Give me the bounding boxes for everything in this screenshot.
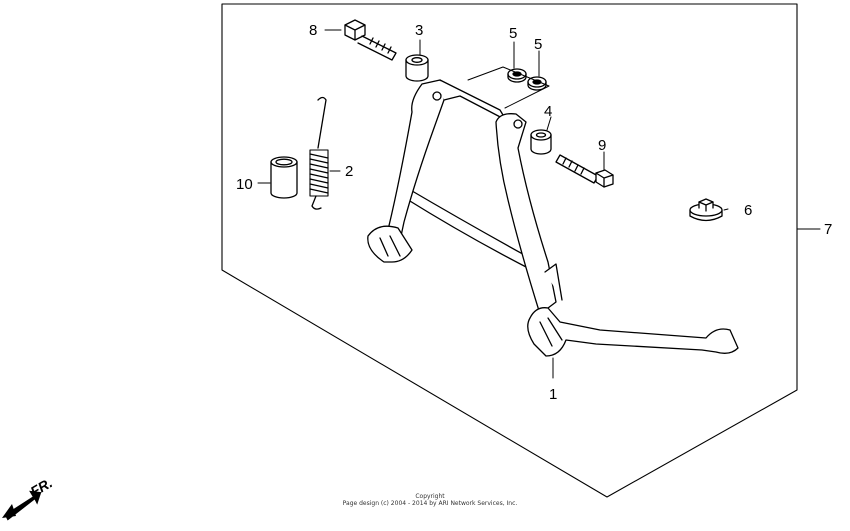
callout-2: 2 bbox=[345, 163, 353, 180]
washer-bracket bbox=[467, 66, 550, 109]
callout-5a: 5 bbox=[509, 25, 517, 42]
assembly-frame bbox=[221, 3, 798, 498]
copyright-notice: Copyright Page design (c) 2004 - 2014 by… bbox=[300, 493, 560, 507]
callout-6: 6 bbox=[744, 202, 752, 219]
leader-lines bbox=[257, 29, 821, 379]
callout-4: 4 bbox=[544, 103, 552, 120]
collar-part-4 bbox=[530, 129, 552, 155]
callout-7: 7 bbox=[824, 221, 832, 238]
callout-10: 10 bbox=[236, 176, 253, 193]
nut-part bbox=[689, 198, 723, 222]
copyright-line-2: Page design (c) 2004 - 2014 by ARI Netwo… bbox=[342, 500, 518, 507]
callout-1: 1 bbox=[549, 386, 557, 403]
front-direction-label: FR. bbox=[28, 474, 56, 499]
collar-part bbox=[405, 54, 429, 82]
callout-3: 3 bbox=[415, 22, 423, 39]
front-direction-arrow-icon: FR. bbox=[2, 474, 56, 521]
callout-8: 8 bbox=[309, 22, 317, 39]
callout-9: 9 bbox=[598, 137, 606, 154]
main-stand-part bbox=[367, 79, 739, 357]
sleeve-part bbox=[270, 156, 298, 199]
washer-part-a bbox=[507, 68, 527, 83]
pivot-bolt-part bbox=[555, 154, 614, 188]
copyright-line-1: Copyright bbox=[415, 493, 445, 500]
bolt-part bbox=[344, 19, 397, 61]
spring-part bbox=[309, 96, 329, 210]
callout-5b: 5 bbox=[534, 36, 542, 53]
